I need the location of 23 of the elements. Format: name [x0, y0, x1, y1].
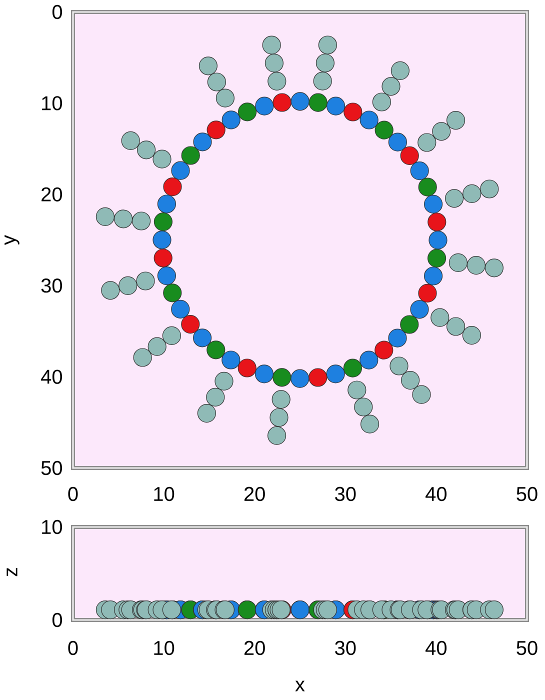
- tick-label: 10: [42, 96, 62, 110]
- tick-label: 10: [154, 640, 174, 656]
- tick-label: 30: [41, 278, 62, 293]
- tick-label: 40: [426, 640, 447, 656]
- tick-label: 0: [68, 486, 78, 502]
- tick-label: 0: [52, 612, 62, 628]
- tick-label: 10: [154, 486, 174, 502]
- tick-label: 0: [52, 4, 62, 20]
- tick-label: 40: [426, 486, 447, 502]
- tick-label: 30: [335, 486, 356, 502]
- tick-label: 40: [41, 370, 62, 384]
- axis-label: x: [295, 680, 305, 692]
- tick-label: 0: [68, 640, 78, 656]
- tick-label: 50: [516, 486, 538, 502]
- axis-label: z: [6, 568, 18, 576]
- axis-label: y: [4, 235, 20, 245]
- tick-label: 30: [335, 640, 356, 656]
- tick-label: 50: [41, 460, 62, 476]
- tick-label: 50: [516, 640, 538, 656]
- tick-label: 20: [244, 486, 265, 502]
- tick-label: 20: [244, 640, 265, 656]
- tick-label: 10: [42, 520, 62, 534]
- tick-label: 20: [42, 187, 62, 202]
